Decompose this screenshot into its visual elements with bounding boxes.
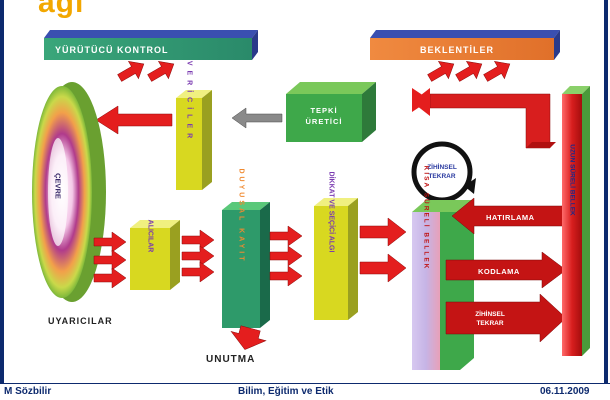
environment-label: ÇEVRE bbox=[54, 173, 63, 199]
receptors-to-sensory-arrows bbox=[181, 229, 215, 283]
encoding-label: KODLAMA bbox=[478, 267, 520, 276]
response-generator-line2: ÜRETİCİ bbox=[306, 117, 343, 126]
encoding-arrow: KODLAMA bbox=[445, 251, 567, 289]
executive-arrows bbox=[117, 61, 175, 82]
attention-box: DİKKAT VE SEÇİCİ ALGI bbox=[314, 172, 358, 320]
footer-course: Bilim, Eğitim ve Etik bbox=[238, 386, 334, 397]
sensory-register-box: DUYUSAL KAYIT bbox=[222, 168, 270, 328]
executive-control-box: YÜRÜTÜCÜ KONTROL bbox=[44, 30, 258, 60]
rehearsal-arrow: ZİHİNSEL TEKRAR bbox=[445, 293, 567, 343]
response-generator-line1: TEPKİ bbox=[310, 106, 337, 115]
short-term-memory-label: KISA SÜRELİ BELLEK bbox=[423, 166, 432, 271]
long-term-memory-label: UZUN SÜRELİ BELLEK bbox=[569, 144, 578, 216]
slide-title-partial: ağı bbox=[38, 0, 85, 19]
forgetting-label: UNUTMA bbox=[206, 354, 255, 365]
rehearsal-loop-line1: ZİHİNSEL bbox=[427, 163, 457, 171]
effectors-label: VERİCİLER bbox=[186, 61, 194, 143]
expectations-box: BEKLENTİLER bbox=[370, 30, 560, 60]
footer-date: 06.11.2009 bbox=[540, 386, 590, 397]
response-generator-box: TEPKİ ÜRETİCİ bbox=[286, 82, 376, 142]
executive-control-label: YÜRÜTÜCÜ KONTROL bbox=[55, 45, 169, 55]
stimuli-label: UYARICILAR bbox=[48, 316, 113, 326]
ltm-to-response-arrowhead bbox=[412, 88, 430, 116]
sensory-to-forgetting-arrow bbox=[230, 325, 267, 350]
receptors-box: ALICILAR bbox=[130, 220, 180, 290]
rehearsal-loop-line2: TEKRAR bbox=[428, 173, 455, 180]
expectation-arrows bbox=[427, 61, 511, 82]
expectations-label: BEKLENTİLER bbox=[420, 45, 494, 55]
retrieval-label: HATIRLAMA bbox=[486, 213, 535, 222]
rehearsal-line1: ZİHİNSEL bbox=[475, 310, 505, 318]
receptors-label: ALICILAR bbox=[147, 220, 154, 253]
rehearsal-line2: TEKRAR bbox=[476, 320, 503, 327]
sensory-register-label: DUYUSAL KAYIT bbox=[238, 168, 245, 263]
memory-model-diagram: YÜRÜTÜCÜ KONTROL BEKLENTİLER TEPKİ ÜRETİ… bbox=[32, 30, 590, 370]
attention-to-stm-arrows bbox=[359, 217, 407, 283]
rehearsal-loop: ZİHİNSEL TEKRAR bbox=[411, 141, 476, 203]
effectors-to-environment-arrow bbox=[95, 105, 173, 135]
slide-frame-left bbox=[0, 0, 4, 383]
ltm-to-response-arrow bbox=[412, 88, 556, 149]
response-to-effectors-arrow bbox=[231, 107, 283, 129]
environment-to-receptors-arrows bbox=[93, 231, 127, 289]
effectors-box: VERİCİLER bbox=[176, 61, 212, 190]
environment-disc: ÇEVRE bbox=[32, 82, 106, 302]
attention-label: DİKKAT VE SEÇİCİ ALGI bbox=[328, 172, 336, 253]
sensory-to-attention-arrows bbox=[269, 225, 303, 287]
slide-frame-right bbox=[604, 0, 608, 383]
retrieval-arrow: HATIRLAMA bbox=[451, 197, 569, 235]
slide-footer: M Sözbilir Bilim, Eğitim ve Etik 06.11.2… bbox=[0, 383, 610, 400]
long-term-memory-box: UZUN SÜRELİ BELLEK bbox=[562, 86, 590, 356]
footer-author: M Sözbilir bbox=[4, 386, 52, 397]
